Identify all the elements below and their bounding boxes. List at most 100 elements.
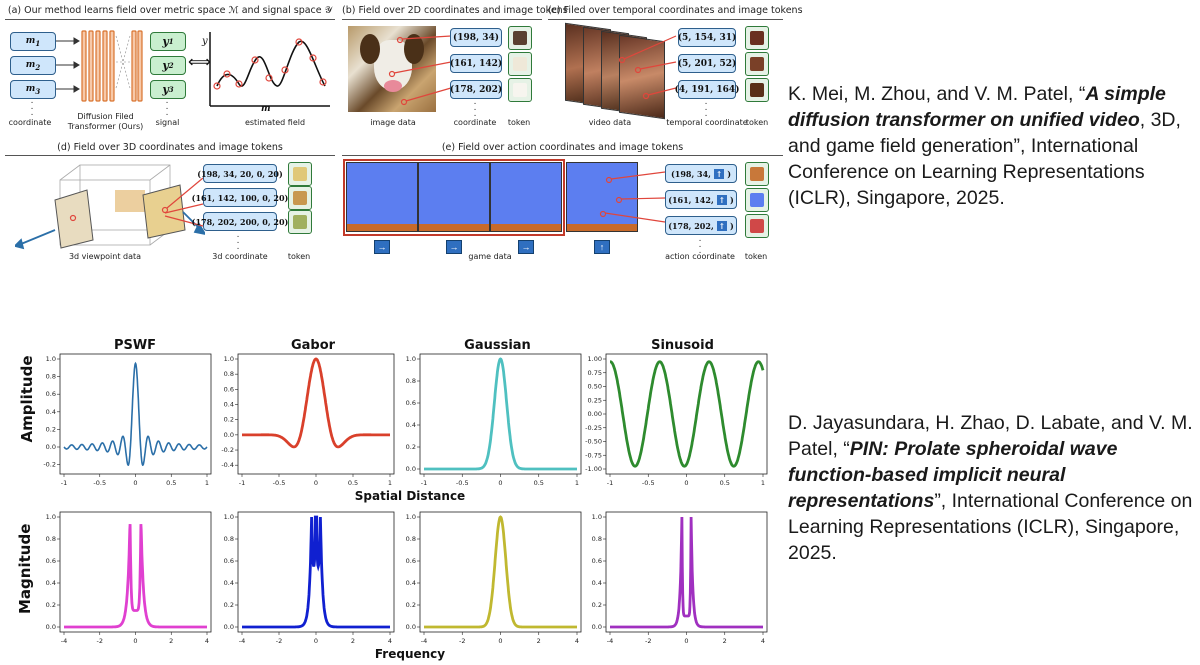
token-d-2: [288, 186, 312, 210]
label-model-line2: Transformer (Ours): [67, 122, 144, 131]
series-line: [64, 524, 207, 629]
ellipsis: ···: [30, 97, 34, 120]
ellipsis: ···: [704, 98, 708, 121]
x-tick-label: 0: [498, 637, 502, 645]
x-tick-label: 4: [761, 637, 765, 645]
x-tick-label: -4: [61, 637, 67, 645]
label-3d-coordinate: 3d coordinate: [212, 252, 268, 261]
input-m3: m3: [10, 80, 56, 99]
y-tick-label: 0.4: [592, 579, 602, 587]
panel-d-title: (d) Field over 3D coordinates and image …: [57, 142, 283, 153]
token-c-3: [745, 78, 769, 102]
game-frame-1: [346, 162, 418, 232]
y-tick-label: 1.00: [588, 355, 602, 363]
coord-b-3: (178, 202): [450, 80, 502, 99]
y-tick-label: -0.2: [221, 446, 234, 454]
coord-e-1: (198, 34, ↑ ): [665, 164, 737, 183]
x-tick-label: -0.5: [456, 479, 469, 487]
panel-c-rule: [548, 19, 783, 20]
y-tick-label: 0.0: [406, 465, 416, 473]
label-model-line1: Diffusion Filed: [77, 112, 134, 121]
ellipsis: ···: [165, 97, 169, 120]
y-tick-label: -0.50: [585, 438, 602, 446]
plot-title-gaussian: Gaussian: [464, 338, 531, 353]
x-tick-label: 0.5: [720, 479, 730, 487]
label-image-data: image data: [370, 118, 416, 127]
x-tick-label: -0.5: [273, 479, 286, 487]
action-right-icon: →: [518, 240, 534, 254]
token-b-1: [508, 26, 532, 50]
x-tick-label: 4: [205, 637, 209, 645]
y-tick-label: 1.0: [406, 513, 416, 521]
3d-viewpoint-scene: [15, 164, 205, 250]
label-token-c: token: [745, 118, 769, 127]
token-e-3: [745, 214, 769, 238]
x-tick-label: 0: [133, 479, 137, 487]
token-b-3: [508, 78, 532, 102]
input-m2: m2: [10, 56, 56, 75]
x-tick-label: -1: [239, 479, 245, 487]
action-right-icon: →: [374, 240, 390, 254]
x-tick-label: 2: [723, 637, 727, 645]
x-tick-label: -4: [239, 637, 245, 645]
token-b-2: [508, 52, 532, 76]
y-tick-label: 0.2: [224, 601, 234, 609]
panel-a-title: (a) Our method learns field over metric …: [7, 5, 333, 16]
x-tick-label: 4: [388, 637, 392, 645]
y-tick-label: 0.2: [46, 425, 56, 433]
token-c-1: [745, 26, 769, 50]
x-tick-label: 0.5: [534, 479, 544, 487]
panel-d-rule: [5, 155, 335, 156]
y-tick-label: -1.00: [585, 465, 602, 473]
panel-b-title: (b) Field over 2D coordinates and image …: [342, 5, 568, 16]
x-tick-label: -2: [645, 637, 651, 645]
reference-2: D. Jayasundara, H. Zhao, D. Labate, and …: [788, 412, 1193, 564]
x-tick-label: 1: [388, 479, 392, 487]
label-3d-viewpoint: 3d viewpoint data: [68, 252, 142, 261]
panel-b-rule: [342, 19, 542, 20]
plot-title-sinusoid: Sinusoid: [651, 338, 714, 353]
label-coordinate-b: coordinate: [453, 118, 497, 127]
y-tick-label: 0.4: [46, 579, 56, 587]
y-tick-label: 1.0: [46, 355, 56, 363]
label-action-coordinate: action coordinate: [665, 252, 735, 261]
y-tick-label: 0.00: [588, 410, 602, 418]
y-tick-label: 0.2: [592, 601, 602, 609]
plot-title-gabor: Gabor: [290, 338, 336, 353]
token-c-2: [745, 52, 769, 76]
label-token-e: token: [744, 252, 768, 261]
label-game-data: game data: [468, 252, 512, 261]
y-tick-label: 0.8: [46, 535, 56, 543]
y-tick-label: 0.6: [46, 390, 56, 398]
y-tick-label: 0.4: [46, 408, 56, 416]
plot-frame: [419, 511, 582, 633]
action-right-icon: →: [446, 240, 462, 254]
y-tick-label: 0.2: [406, 601, 416, 609]
y-tick-label: 0.50: [588, 383, 602, 391]
y-tick-label: 0.8: [224, 370, 234, 378]
x-tick-label: 0.5: [166, 479, 176, 487]
label-token-d: token: [287, 252, 311, 261]
x-tick-label: 1: [575, 479, 579, 487]
coord-e-2: (161, 142, ↑ ): [665, 190, 737, 209]
y-tick-label: -0.75: [585, 451, 602, 459]
coord-d-2: (161, 142, 100, 0, 20): [192, 188, 288, 207]
xlabel-frequency: Frequency: [374, 647, 446, 661]
panel-a-rule: [5, 19, 335, 20]
series-line: [424, 357, 577, 471]
y-tick-label: 0.8: [46, 373, 56, 381]
x-tick-label: 1: [761, 479, 765, 487]
estimated-field-plot: [209, 32, 330, 107]
x-tick-label: 0.5: [348, 479, 358, 487]
y-tick-label: -0.2: [43, 461, 56, 469]
x-tick-label: -2: [459, 637, 465, 645]
y-tick-label: 0.6: [224, 557, 234, 565]
x-tick-label: 1: [205, 479, 209, 487]
x-tick-label: 0: [684, 479, 688, 487]
y-tick-label: 0.0: [224, 431, 234, 439]
dog-image: [348, 26, 436, 112]
